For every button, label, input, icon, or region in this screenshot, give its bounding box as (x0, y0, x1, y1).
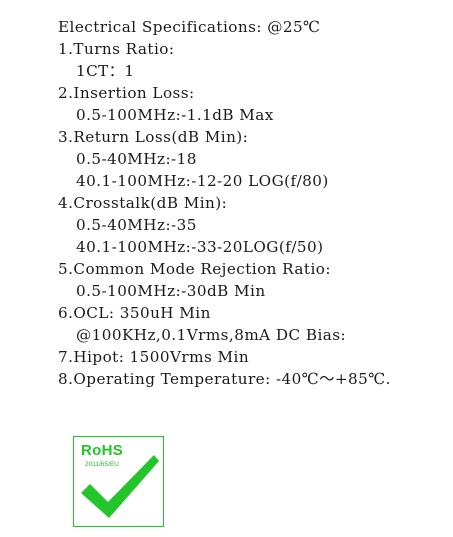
hipot-spec: 7.Hipot: 1500Vrms Min (58, 348, 250, 366)
operating-temperature-spec: 8.Operating Temperature: -40℃～+85℃. (58, 370, 391, 388)
cmrr-value: 0.5-100MHz:-30dB Min (76, 282, 266, 300)
ocl-condition: @100KHz,0.1Vrms,8mA DC Bias: (76, 326, 347, 344)
cmrr-label: 5.Common Mode Rejection Ratio: (58, 260, 331, 278)
insertion-loss-label: 2.Insertion Loss: (58, 84, 195, 102)
turns-ratio-label: 1.Turns Ratio: (58, 40, 175, 58)
electrical-specifications: Electrical Specifications: @25℃ 1.Turns … (58, 16, 448, 390)
rohs-title: RoHS (81, 442, 124, 459)
return-loss-value-low: 0.5-40MHz:-18 (76, 150, 197, 168)
crosstalk-value-high: 40.1-100MHz:-33-20LOG(f/50) (76, 238, 324, 256)
insertion-loss-value: 0.5-100MHz:-1.1dB Max (76, 106, 274, 124)
crosstalk-label: 4.Crosstalk(dB Min): (58, 194, 228, 212)
return-loss-value-high: 40.1-100MHz:-12-20 LOG(f/80) (76, 172, 329, 190)
crosstalk-value-low: 0.5-40MHz:-35 (76, 216, 197, 234)
spec-heading: Electrical Specifications: @25℃ (58, 18, 321, 36)
rohs-compliance-badge: RoHS 2011/65/EU (73, 436, 164, 527)
return-loss-label: 3.Return Loss(dB Min): (58, 128, 249, 146)
checkmark-icon (81, 455, 159, 518)
turns-ratio-value: 1CT：1 (76, 62, 135, 80)
rohs-directive: 2011/65/EU (85, 461, 119, 468)
ocl-label: 6.OCL: 350uH Min (58, 304, 211, 322)
